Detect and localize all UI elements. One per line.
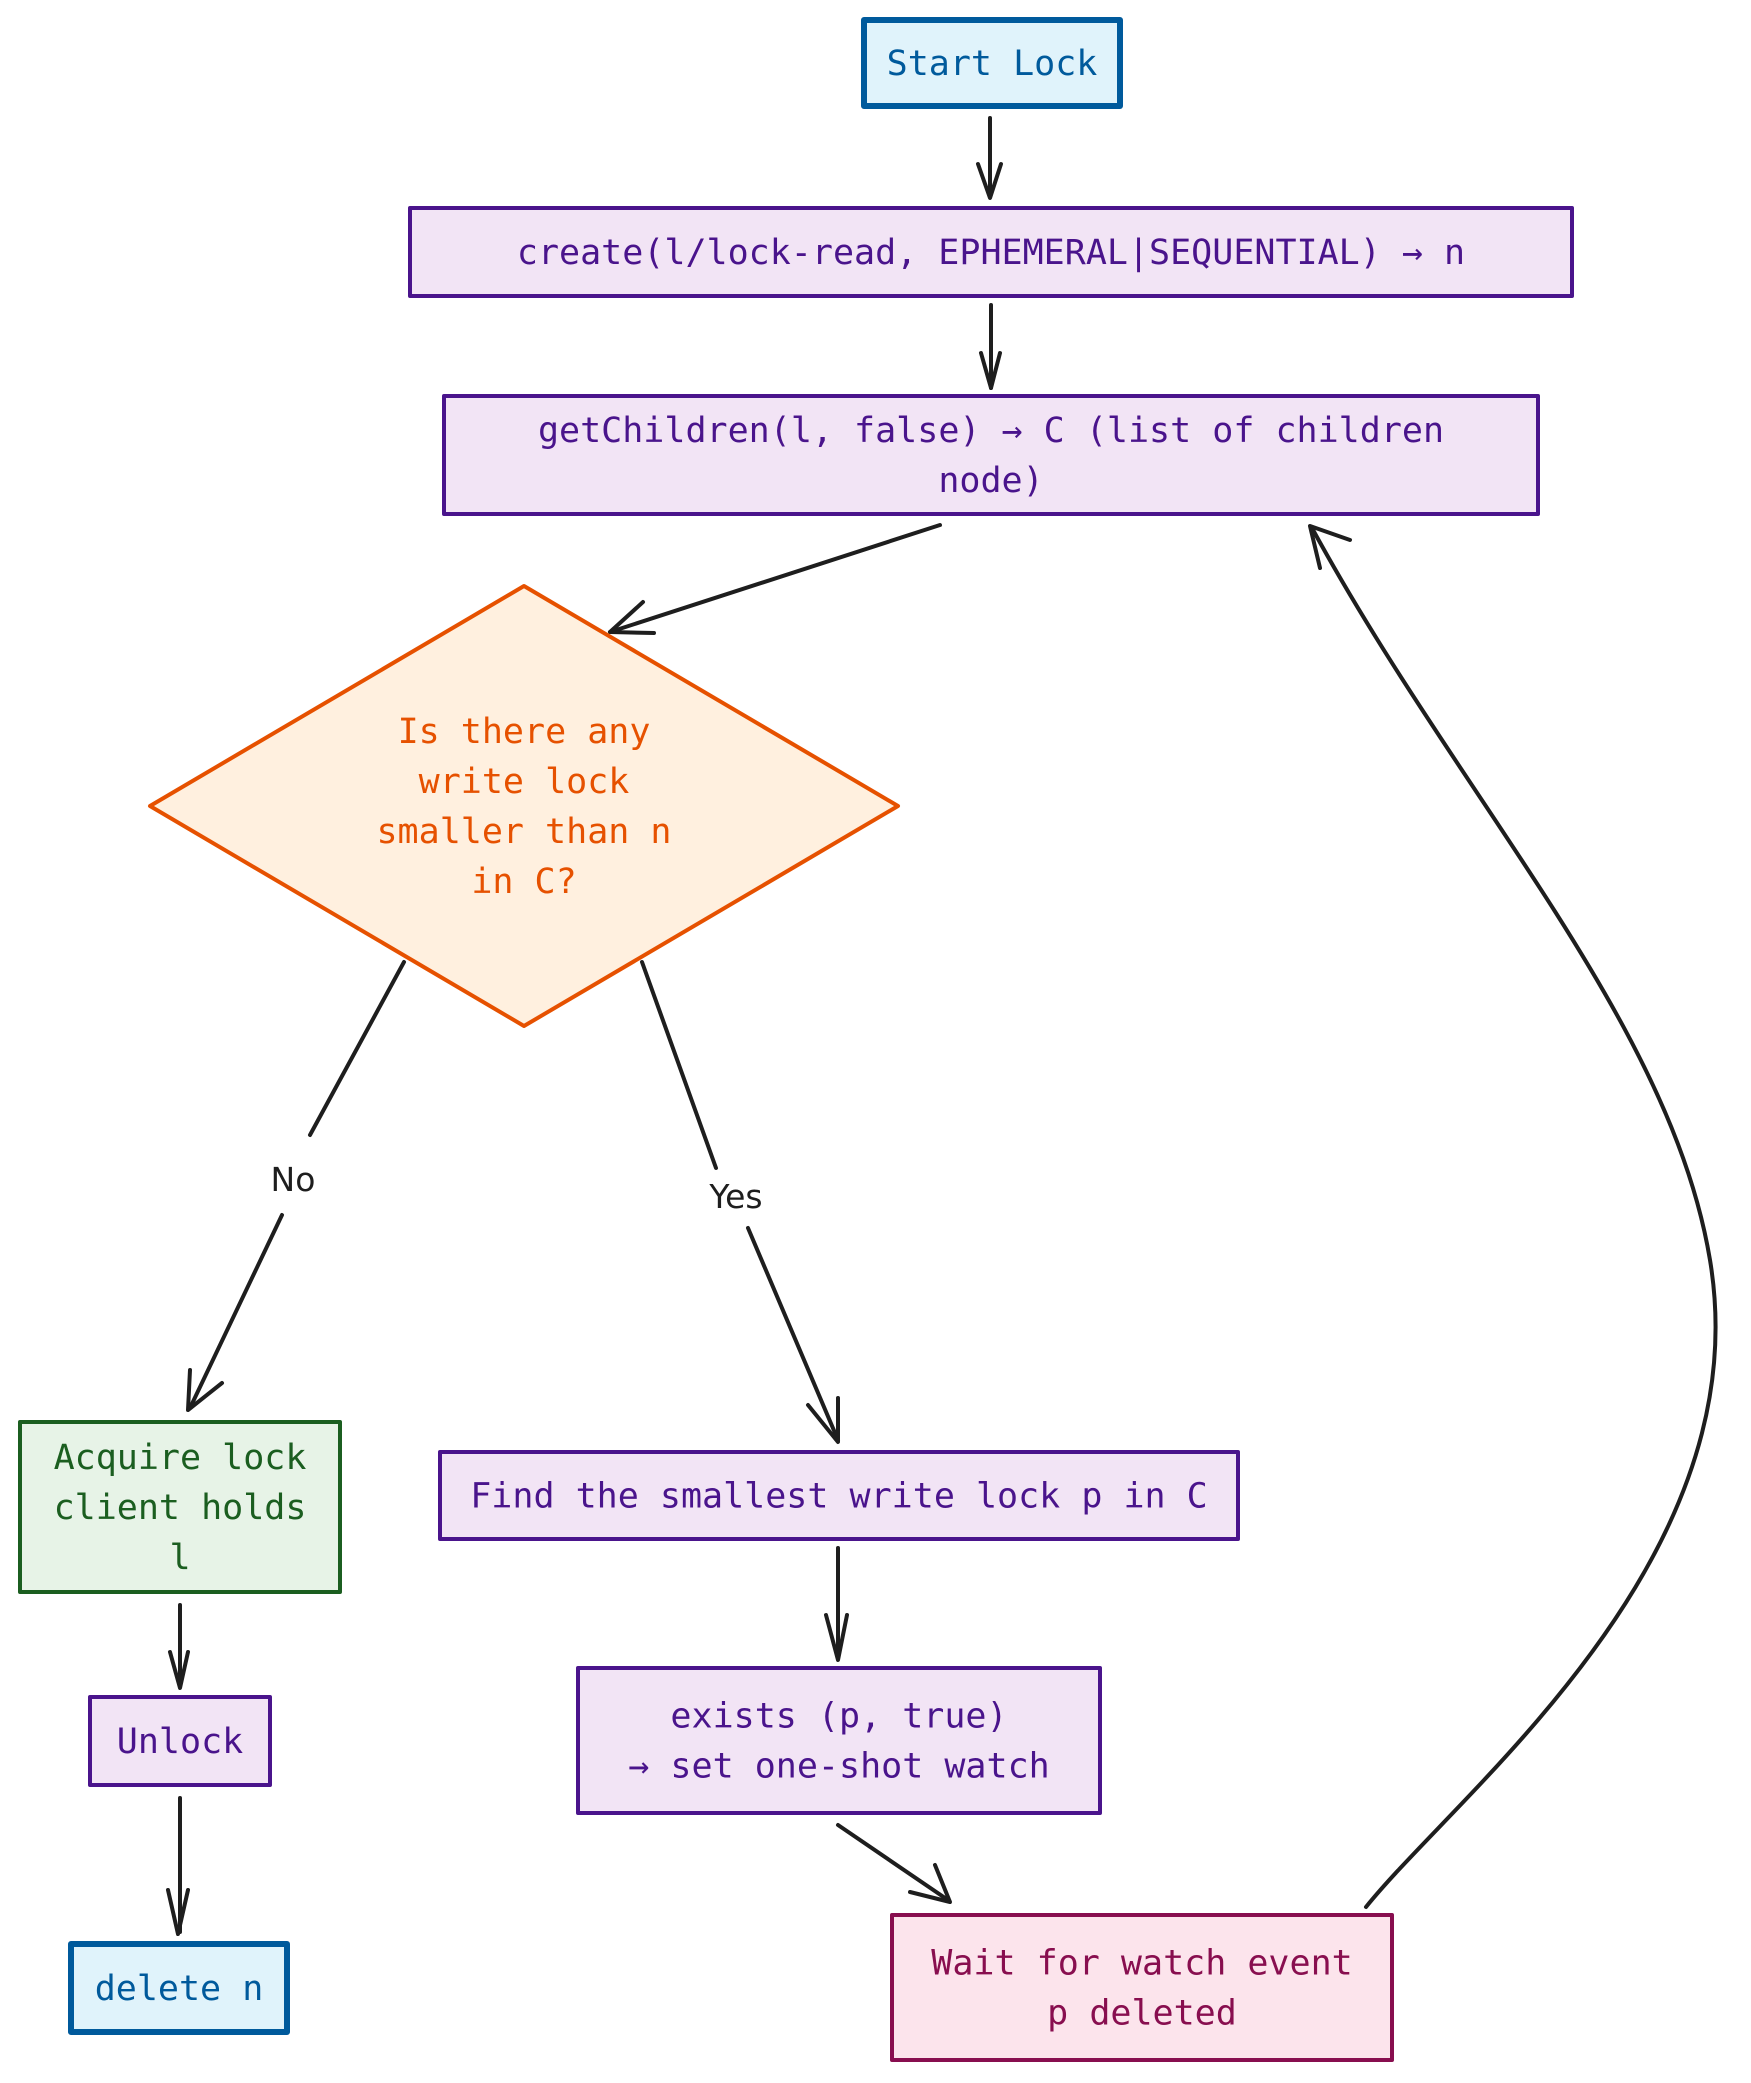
acquire-lock-node-label-line: client holds <box>54 1488 307 1528</box>
start-lock-node-label-line: Start Lock <box>887 44 1098 84</box>
edge-label-no: No <box>262 1160 324 1200</box>
get-children-step-shape <box>442 394 1540 516</box>
unlock-step-shape <box>88 1695 272 1787</box>
arrowhead-start-to-create <box>976 162 1003 200</box>
create-node-step[interactable]: create(l/lock-read, EPHEMERAL|SEQUENTIAL… <box>408 206 1574 298</box>
exists-watch-step-label-line: exists (p, true) <box>670 1697 1007 1737</box>
delete-node-terminal[interactable]: delete n <box>68 1941 290 2035</box>
edge-wait-to-getchildren-loop <box>1310 526 1718 1909</box>
arrowhead-getchildren-to-decision <box>608 600 656 635</box>
get-children-step[interactable]: getChildren(l, false) → C (list of child… <box>442 394 1540 516</box>
write-lock-decision[interactable]: Is there any write lock smaller than n in C… <box>148 584 900 1028</box>
find-smallest-write-lock-step-shape <box>438 1450 1240 1541</box>
acquire-lock-node[interactable]: Acquire lock client holds l <box>18 1420 342 1594</box>
acquire-lock-node-shape <box>18 1420 342 1594</box>
get-children-step-label-line: node) <box>938 461 1043 501</box>
edge-getchildren-to-decision <box>608 523 942 634</box>
delete-node-terminal-shape <box>68 1941 290 2035</box>
unlock-step[interactable]: Unlock <box>88 1695 272 1787</box>
edges <box>166 116 1718 1936</box>
write-lock-decision-label-line: Is there any <box>398 712 651 752</box>
write-lock-decision-label-line: in C? <box>471 862 576 902</box>
start-lock-node-shape <box>861 17 1123 109</box>
arrowhead-acquire-to-unlock <box>168 1650 190 1690</box>
find-smallest-write-lock-step-label-line: Find the smallest write lock p in C <box>470 1477 1208 1517</box>
arrowhead-find-to-exists <box>824 1613 849 1662</box>
write-lock-decision-shape <box>148 584 900 1028</box>
wait-for-watch-event-step[interactable]: Wait for watch event p deleted <box>890 1913 1394 2062</box>
arrowhead-exists-to-wait <box>908 1863 952 1904</box>
get-children-step-label-line: getChildren(l, false) → C (list of child… <box>538 411 1444 451</box>
wait-for-watch-event-step-label-line: p deleted <box>1047 1994 1237 2034</box>
delete-node-terminal-label-line: delete n <box>95 1969 264 2009</box>
edge-label-no-text: No <box>271 1160 316 1199</box>
edge-decision-to-find <box>640 960 840 1442</box>
create-node-step-shape <box>408 206 1574 298</box>
arrowhead-decision-to-find <box>806 1396 840 1444</box>
edge-exists-to-wait <box>836 1823 950 1902</box>
write-lock-decision-label-line: write lock <box>419 762 630 802</box>
edge-label-yes-text: Yes <box>708 1177 762 1216</box>
wait-for-watch-event-step-label-line: Wait for watch event <box>931 1944 1352 1984</box>
acquire-lock-node-label-line: Acquire lock <box>54 1438 307 1478</box>
arrowhead-create-to-getchildren <box>979 351 1002 390</box>
find-smallest-write-lock-step[interactable]: Find the smallest write lock p in C <box>438 1450 1240 1541</box>
write-lock-decision-label-line: smaller than n <box>376 812 671 852</box>
unlock-step-label-line: Unlock <box>117 1722 243 1762</box>
edge-label-yes: Yes <box>696 1174 776 1218</box>
exists-watch-step[interactable]: exists (p, true) → set one-shot watch <box>576 1666 1102 1815</box>
edge-decision-to-acquire <box>188 960 406 1410</box>
start-lock-node[interactable]: Start Lock <box>861 17 1123 109</box>
wait-for-watch-event-step-shape <box>890 1913 1394 2062</box>
create-node-step-label-line: create(l/lock-read, EPHEMERAL|SEQUENTIAL… <box>517 233 1465 273</box>
exists-watch-step-label-line: → set one-shot watch <box>628 1747 1049 1787</box>
arrowhead-wait-to-getchildren-loop <box>1308 524 1352 570</box>
arrowhead-decision-to-acquire <box>186 1368 224 1412</box>
acquire-lock-node-label-line: l <box>169 1538 190 1578</box>
exists-watch-step-shape <box>576 1666 1102 1815</box>
arrowhead-unlock-to-delete <box>166 1888 190 1936</box>
